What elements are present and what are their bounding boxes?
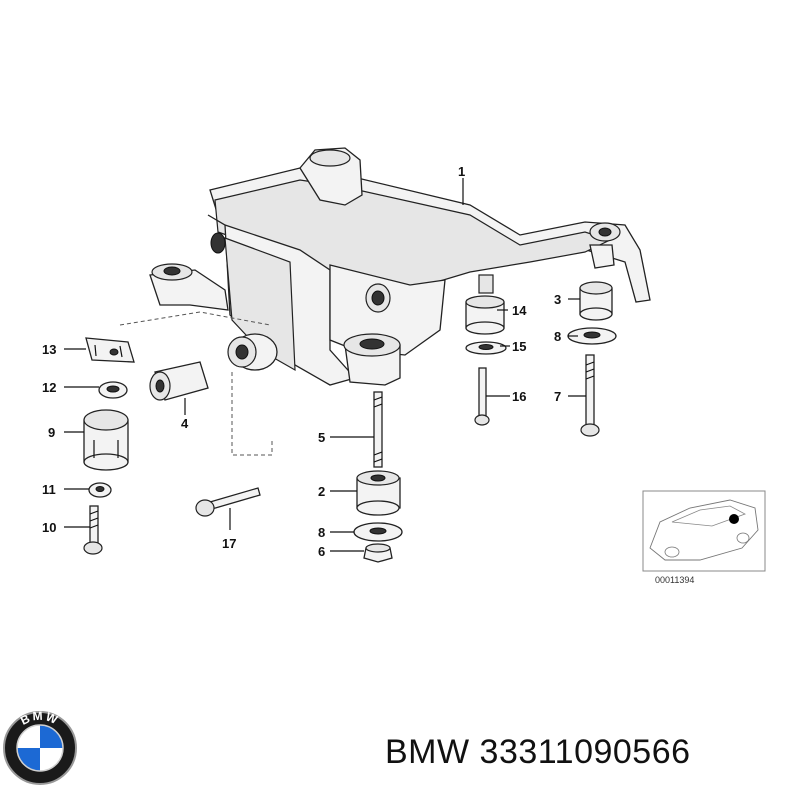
part-number: 33311090566 — [479, 733, 691, 771]
callout-7: 7 — [554, 389, 561, 404]
callout-1: 1 — [458, 164, 465, 179]
callout-16: 16 — [512, 389, 526, 404]
part-15-washer — [465, 341, 507, 355]
inset-reference-code: 00011394 — [655, 575, 694, 585]
callout-5: 5 — [318, 430, 325, 445]
part-6-nut — [363, 543, 393, 563]
callout-3: 3 — [554, 292, 561, 307]
brand-name: BMW — [385, 733, 470, 771]
part-11-washer — [88, 482, 112, 498]
dashed-assembly-lines — [119, 311, 273, 456]
part-17-bolt — [195, 487, 261, 517]
callout-4: 4 — [181, 416, 189, 431]
callout-15: 15 — [512, 339, 526, 354]
part-16-bolt — [474, 367, 490, 426]
callout-11: 11 — [42, 482, 56, 497]
part-2-bushing — [356, 470, 401, 516]
callout-6: 6 — [318, 544, 325, 559]
part-12-spacer — [98, 381, 128, 399]
svg-text:BMW: BMW — [18, 709, 61, 728]
rear-axle-subframe — [149, 147, 651, 386]
part-13-clip-nut — [85, 337, 135, 363]
callout-2: 2 — [318, 484, 325, 499]
logo-letters: BMW — [18, 709, 59, 728]
part-5-stud — [373, 391, 383, 468]
part-caption: BMW 33311090566 — [385, 733, 691, 772]
bmw-logo: BMW — [3, 709, 77, 785]
callout-labels: 1 14 15 16 3 8 7 5 2 8 6 13 12 9 11 10 4… — [42, 164, 561, 559]
part-3-bushing — [579, 281, 613, 321]
callout-8-right: 8 — [554, 329, 561, 344]
callout-8-center: 8 — [318, 525, 325, 540]
vehicle-location-inset: 00011394 — [642, 490, 766, 585]
part-8-washer-center — [353, 522, 403, 542]
callout-13: 13 — [42, 342, 56, 357]
part-7-bolt — [580, 354, 600, 437]
part-10-bolt — [83, 505, 103, 555]
callout-14: 14 — [512, 303, 527, 318]
callout-17: 17 — [222, 536, 236, 551]
callout-12: 12 — [42, 380, 56, 395]
part-8-washer-right — [567, 327, 617, 345]
leader-lines — [64, 178, 586, 552]
part-9-rubber-mount — [83, 409, 129, 471]
part-14-bushing — [465, 274, 505, 335]
part-4-bushing — [149, 361, 209, 401]
callout-9: 9 — [48, 425, 55, 440]
callout-10: 10 — [42, 520, 56, 535]
